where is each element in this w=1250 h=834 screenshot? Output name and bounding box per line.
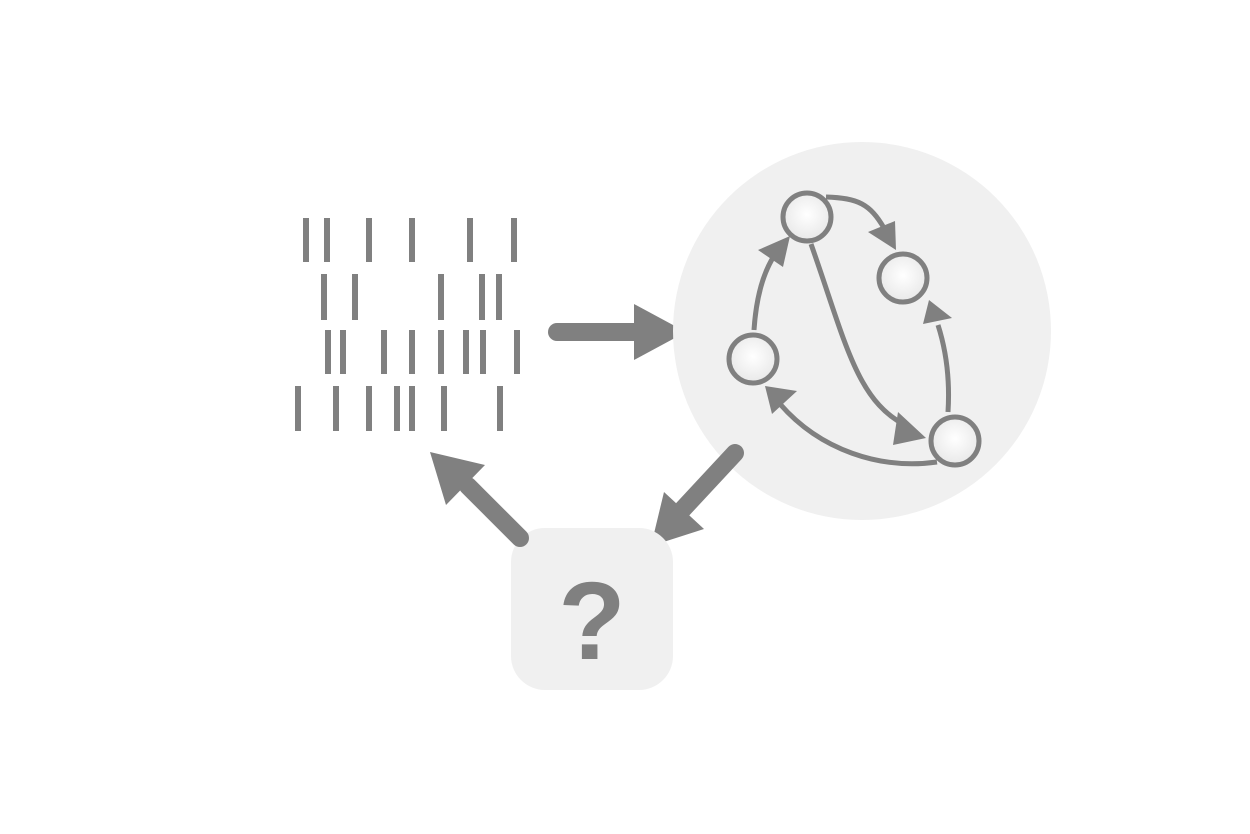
spike-tick: [467, 218, 473, 262]
spike-tick: [514, 330, 520, 374]
spike-tick: [438, 274, 444, 320]
edge-node3-node1: [751, 254, 777, 331]
spike-tick: [366, 218, 372, 262]
spike-tick: [324, 218, 330, 262]
spike-tick: [321, 274, 327, 320]
spike-tick: [480, 330, 486, 374]
edge-node4-node3: [778, 402, 938, 467]
spike-tick: [497, 386, 503, 431]
spike-tick: [409, 386, 415, 431]
spike-tick: [441, 386, 447, 431]
arrow-raster-to-network: [548, 304, 686, 360]
spike-tick: [496, 274, 502, 320]
question-mark: ?: [558, 560, 625, 683]
spike-tick: [340, 330, 346, 374]
spike-tick: [511, 218, 517, 262]
spike-tick: [325, 330, 331, 374]
spike-tick: [409, 330, 415, 374]
network-graph-icon: [673, 142, 1051, 520]
spike-tick: [463, 330, 469, 374]
spike-tick: [438, 330, 444, 374]
edge-node1-node2: [825, 194, 887, 230]
spike-tick: [394, 386, 400, 431]
edge-node1-node4: [808, 243, 907, 428]
spike-tick: [366, 386, 372, 431]
spike-tick: [295, 386, 301, 431]
spike-tick: [333, 386, 339, 431]
network-node-4: [928, 414, 982, 468]
spike-tick: [381, 330, 387, 374]
question-box-icon: ?: [511, 528, 673, 690]
network-node-2: [876, 251, 930, 305]
network-node-1: [780, 190, 834, 244]
arrow-question-to-raster: [430, 452, 529, 547]
spike-tick: [352, 274, 358, 320]
edge-node4-node2: [935, 324, 951, 413]
arrow-network-to-question: [651, 444, 744, 546]
spike-raster-icon: [295, 218, 520, 431]
network-node-3: [726, 332, 780, 386]
spike-tick: [479, 274, 485, 320]
spike-tick: [303, 218, 309, 262]
spike-tick: [409, 218, 415, 262]
